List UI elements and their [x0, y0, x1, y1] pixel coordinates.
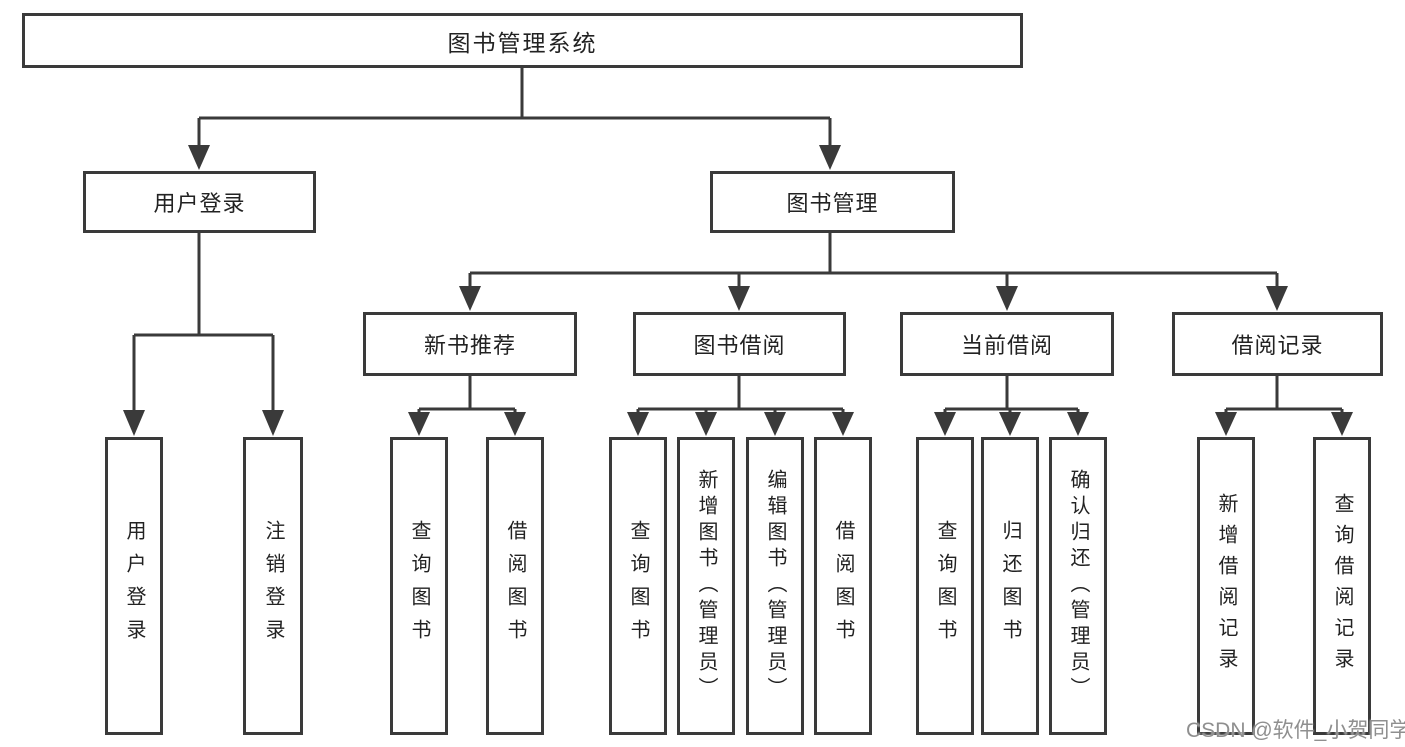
- leaf-borrowing-add-books-label: 新增图书（管理员）: [695, 469, 717, 703]
- leaf-current-confirm-return-label: 确认归还（管理员）: [1067, 469, 1089, 703]
- leaf-records-query-record: 查询借阅记录: [1313, 437, 1371, 735]
- leaf-borrowing-edit-books: 编辑图书（管理员）: [746, 437, 804, 735]
- arrowhead: [123, 410, 145, 436]
- arrowhead: [695, 412, 717, 436]
- leaf-borrowing-borrow-books: 借阅图书: [814, 437, 872, 735]
- arrowhead: [1331, 412, 1353, 436]
- node-book-management-label: 图书管理: [786, 191, 879, 216]
- leaf-records-add-record-label: 新增借阅记录: [1215, 493, 1237, 679]
- arrowhead: [1266, 286, 1288, 311]
- node-current-borrowing: 当前借阅: [900, 312, 1114, 376]
- leaf-borrowing-add-books: 新增图书（管理员）: [677, 437, 735, 735]
- node-current-borrowing-label: 当前借阅: [960, 333, 1053, 358]
- leaf-recommend-borrow-books: 借阅图书: [486, 437, 544, 735]
- node-book-borrowing-label: 图书借阅: [693, 333, 786, 358]
- node-new-book-recommendation: 新书推荐: [363, 312, 577, 376]
- node-book-borrowing: 图书借阅: [633, 312, 846, 376]
- arrowhead: [996, 286, 1018, 311]
- node-root-label: 图书管理系统: [447, 29, 598, 56]
- leaf-records-add-record: 新增借阅记录: [1197, 437, 1255, 735]
- leaf-current-confirm-return: 确认归还（管理员）: [1049, 437, 1107, 735]
- node-borrowing-records-label: 借阅记录: [1231, 333, 1324, 358]
- node-user-login-label: 用户登录: [153, 191, 246, 216]
- leaf-current-query-books-label: 查询图书: [934, 520, 956, 652]
- node-user-login: 用户登录: [83, 171, 316, 233]
- leaf-records-query-record-label: 查询借阅记录: [1331, 493, 1353, 679]
- arrowhead: [188, 145, 210, 170]
- node-new-book-recommendation-label: 新书推荐: [423, 333, 516, 358]
- arrowheads: [123, 145, 1353, 436]
- leaf-recommend-query-books-label: 查询图书: [408, 520, 430, 652]
- leaf-logout-login: 注销登录: [243, 437, 303, 735]
- arrowhead: [408, 412, 430, 436]
- arrowhead: [764, 412, 786, 436]
- arrowhead: [627, 412, 649, 436]
- arrowhead: [934, 412, 956, 436]
- leaf-current-return-books-label: 归还图书: [999, 520, 1021, 652]
- arrowhead: [1215, 412, 1237, 436]
- leaf-logout-login-label: 注销登录: [262, 520, 284, 652]
- leaf-user-login-label: 用户登录: [123, 520, 145, 652]
- arrowhead: [819, 145, 841, 170]
- arrowhead: [728, 286, 750, 311]
- leaf-recommend-borrow-books-label: 借阅图书: [504, 520, 526, 652]
- leaf-user-login: 用户登录: [105, 437, 163, 735]
- arrowhead: [999, 412, 1021, 436]
- node-book-management: 图书管理: [710, 171, 955, 233]
- arrowhead: [504, 412, 526, 436]
- leaf-current-return-books: 归还图书: [981, 437, 1039, 735]
- leaf-borrowing-query-books-label: 查询图书: [627, 520, 649, 652]
- arrowhead: [262, 410, 284, 436]
- leaf-recommend-query-books: 查询图书: [390, 437, 448, 735]
- leaf-borrowing-edit-books-label: 编辑图书（管理员）: [764, 469, 786, 703]
- arrowhead: [832, 412, 854, 436]
- arrowhead: [1067, 412, 1089, 436]
- leaf-borrowing-query-books: 查询图书: [609, 437, 667, 735]
- leaf-current-query-books: 查询图书: [916, 437, 974, 735]
- node-root: 图书管理系统: [22, 13, 1023, 68]
- arrowhead: [459, 286, 481, 311]
- watermark: CSDN @软件_小贺同学: [1186, 719, 1405, 742]
- node-borrowing-records: 借阅记录: [1172, 312, 1383, 376]
- leaf-borrowing-borrow-books-label: 借阅图书: [832, 520, 854, 652]
